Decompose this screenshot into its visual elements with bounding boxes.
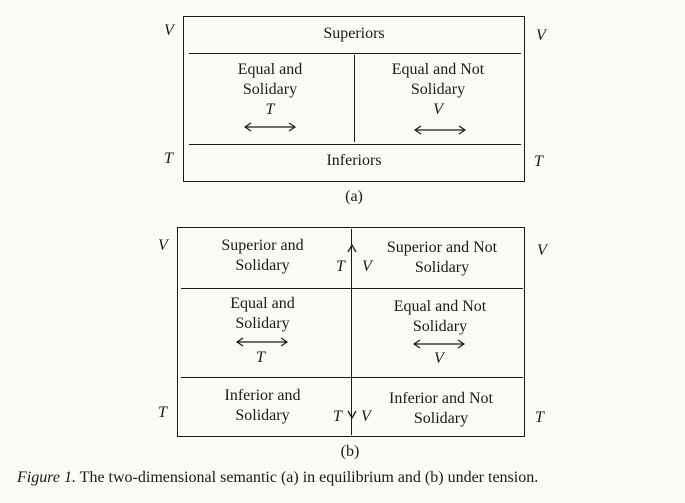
cell-line-1: Equal and — [230, 295, 295, 312]
superior-not-solidary-cell: Superior and Not Solidary — [368, 238, 516, 278]
diagram-b-caption: (b) — [340, 443, 360, 460]
diagram-a-center-divider — [354, 55, 355, 142]
diagram-a-bottom-divider — [189, 144, 521, 145]
side-label-top-left: V — [158, 237, 168, 254]
top-divider-letter-v: V — [362, 258, 372, 275]
diagram-b-top-divider — [181, 288, 523, 289]
diagram-a-frame — [183, 16, 525, 182]
side-label-top-right: V — [537, 242, 547, 259]
side-label-bottom-right: T — [535, 409, 544, 426]
inferior-solidary-cell: Inferior and Solidary — [190, 386, 335, 426]
superiors-label: Superiors — [323, 25, 385, 42]
cell-line-2: Solidary — [412, 318, 468, 335]
equal-not-solidary-cell: Equal and Not Solidary — [366, 297, 514, 337]
inferiors-label: Inferiors — [326, 152, 382, 169]
diagram-a-caption: (a) — [345, 188, 363, 205]
bottom-divider-letter-t: T — [333, 408, 342, 425]
figure-caption-label: Figure 1. — [17, 469, 76, 486]
double-arrow-icon — [412, 339, 466, 349]
equal-solidary-cell: Equal and Solidary T — [200, 60, 340, 120]
double-arrow-icon — [235, 337, 289, 347]
cell-line-1: Superior and — [221, 237, 304, 254]
cell-line-1: Inferior and Not — [389, 390, 493, 407]
cell-line-1: Equal and — [237, 61, 303, 78]
top-divider-letter-t: T — [336, 258, 345, 275]
diagram-a-top-divider — [189, 53, 521, 54]
arrow-down-icon — [347, 410, 357, 420]
superior-solidary-cell: Superior and Solidary — [190, 236, 335, 276]
side-label-bottom-left: T — [158, 404, 167, 421]
arrow-up-icon — [347, 243, 357, 253]
cell-line-2: Solidary — [235, 315, 290, 332]
cell-line-2: Solidary — [235, 407, 290, 424]
side-label-top-left: V — [164, 22, 174, 39]
cell-line-2: Solidary — [235, 257, 290, 274]
cell-letter: V — [434, 350, 444, 367]
cell-letter: T — [265, 101, 275, 118]
bottom-divider-letter-v: V — [361, 408, 371, 425]
double-arrow-icon — [243, 122, 297, 132]
cell-letter: T — [256, 349, 265, 366]
figure-caption: Figure 1. The two-dimensional semantic (… — [17, 469, 538, 487]
cell-line-2: Solidary — [414, 259, 470, 276]
figure-caption-text: The two-dimensional semantic (a) in equi… — [79, 469, 539, 486]
diagram-b-center-divider — [351, 229, 352, 435]
diagram-b-bottom-divider — [181, 377, 523, 378]
cell-letter: V — [433, 101, 443, 118]
side-label-top-right: V — [536, 27, 546, 44]
equal-solidary-cell: Equal and Solidary — [190, 294, 335, 334]
side-label-bottom-left: T — [164, 150, 173, 167]
cell-line-2: Solidary — [410, 81, 466, 98]
diagram-b-frame — [177, 227, 525, 437]
cell-line-1: Equal and Not — [393, 298, 487, 315]
double-arrow-icon — [413, 125, 467, 135]
side-label-bottom-right: T — [534, 153, 543, 170]
equal-not-solidary-cell: Equal and Not Solidary V — [368, 60, 508, 120]
cell-line-2: Solidary — [242, 81, 298, 98]
cell-line-1: Superior and Not — [386, 239, 498, 256]
cell-line-1: Inferior and — [224, 387, 301, 404]
cell-line-1: Equal and Not — [391, 61, 485, 78]
cell-line-2: Solidary — [413, 410, 469, 427]
inferior-not-solidary-cell: Inferior and Not Solidary — [366, 389, 516, 429]
